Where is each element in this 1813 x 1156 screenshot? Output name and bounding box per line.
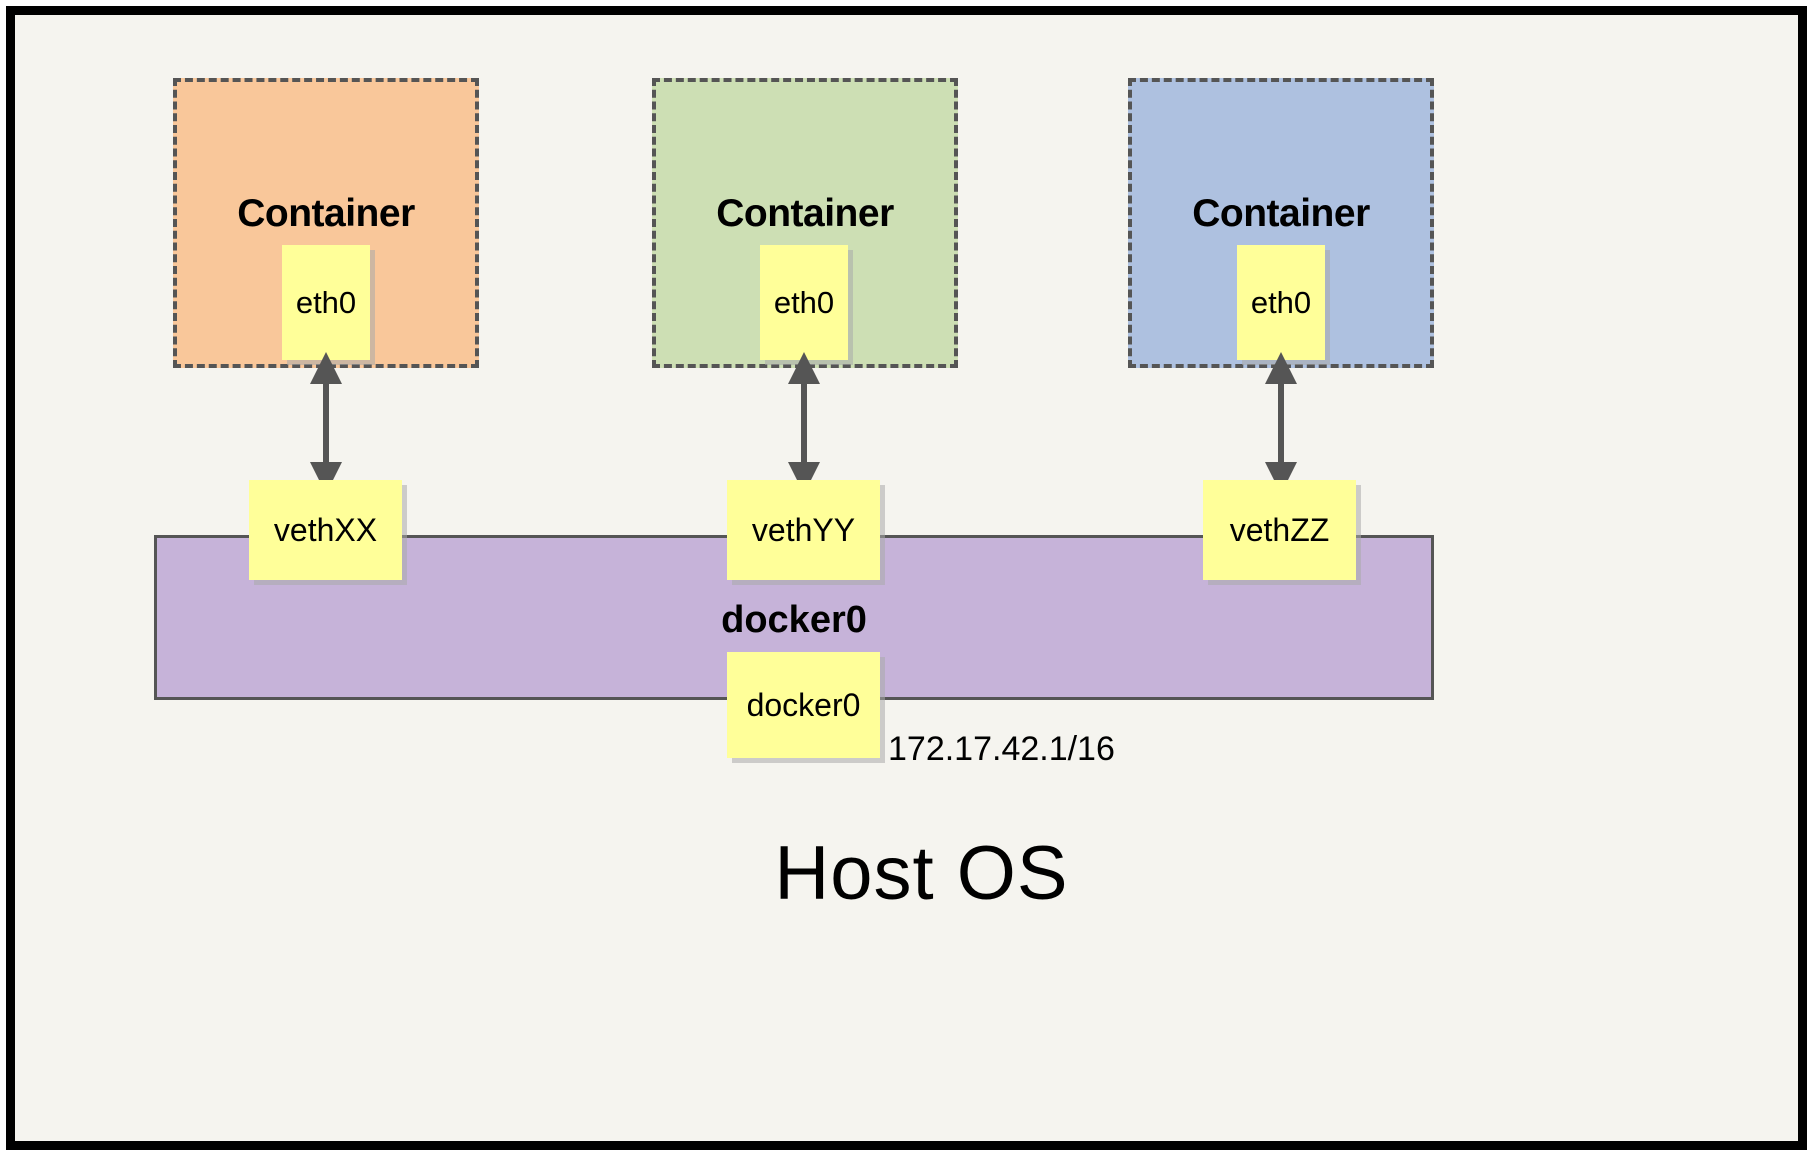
double-arrow-icon-1 — [310, 352, 342, 494]
eth0-box-1: eth0 — [282, 245, 370, 360]
docker0-interface-box: docker0 — [727, 652, 880, 758]
container-title-1: Container — [237, 192, 415, 235]
container-title-2: Container — [716, 192, 894, 235]
host-os-label: Host OS — [774, 831, 1069, 916]
eth0-box-3: eth0 — [1237, 245, 1325, 360]
host-os-stage: Container Container Container eth0 eth0 … — [30, 30, 1813, 1156]
veth-box-3: vethZZ — [1203, 480, 1356, 580]
eth0-box-2: eth0 — [760, 245, 848, 360]
veth-box-1: vethXX — [249, 480, 402, 580]
container-title-3: Container — [1192, 192, 1370, 235]
docker0-ip-address: 172.17.42.1/16 — [888, 730, 1115, 768]
double-arrow-icon-2 — [788, 352, 820, 494]
veth-box-2: vethYY — [727, 480, 880, 580]
diagram-frame: Container Container Container eth0 eth0 … — [6, 6, 1807, 1150]
docker0-bridge-label: docker0 — [721, 599, 867, 641]
double-arrow-icon-3 — [1265, 352, 1297, 494]
